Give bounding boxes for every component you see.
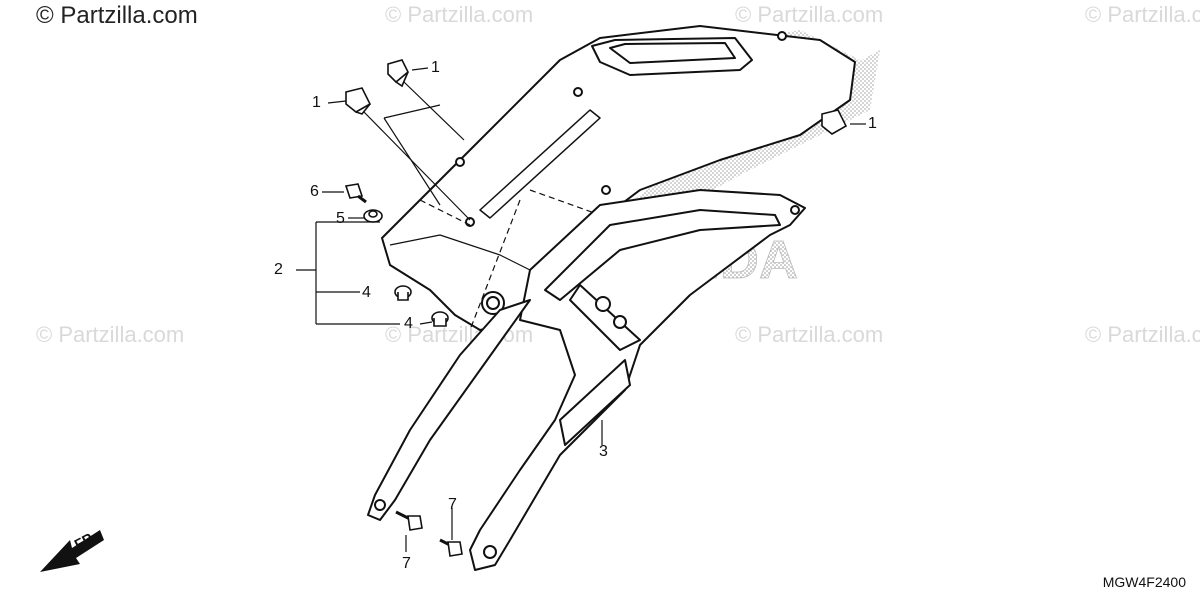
callout-1: 1: [868, 115, 877, 132]
callout-7: 7: [402, 555, 411, 572]
bolt-7-right: [439, 538, 463, 557]
diagram-code: MGW4F2400: [1102, 574, 1186, 590]
front-direction-arrow: [40, 530, 104, 572]
partzilla-watermark: © Partzilla.com: [1085, 322, 1200, 347]
partzilla-watermark: © Partzilla.com: [36, 322, 185, 347]
rear-fender: [381, 25, 856, 331]
callout-4: 4: [362, 284, 371, 301]
callout-6: 6: [310, 183, 319, 200]
bolt-6: [344, 183, 367, 204]
partzilla-watermark: © Partzilla.com: [385, 2, 534, 27]
partzilla-watermark: © Partzilla.com: [735, 322, 884, 347]
grommet-4-lower: [431, 311, 449, 327]
clip-1-left: [345, 87, 372, 115]
rear-frame-3: [367, 189, 806, 571]
nut-5: [363, 209, 383, 223]
grommet-4-upper: [394, 285, 412, 301]
clip-1-left-top: [387, 59, 409, 88]
leader-lines: [296, 67, 866, 552]
bolt-7-left: [395, 510, 423, 531]
callout-7: 7: [448, 496, 457, 513]
callout-1: 1: [431, 59, 440, 76]
clip-1-right: [821, 109, 848, 135]
callout-1: 1: [312, 94, 321, 111]
partzilla-watermark: © Partzilla.com: [1085, 2, 1200, 27]
partzilla-watermark-primary: © Partzilla.com: [36, 2, 198, 29]
hidden-edge-lines: [419, 189, 601, 331]
callout-5: 5: [336, 210, 345, 227]
callout-2: 2: [274, 261, 283, 278]
callout-3: 3: [599, 443, 608, 460]
partzilla-watermark: © Partzilla.com: [735, 2, 884, 27]
callout-4: 4: [404, 315, 413, 332]
